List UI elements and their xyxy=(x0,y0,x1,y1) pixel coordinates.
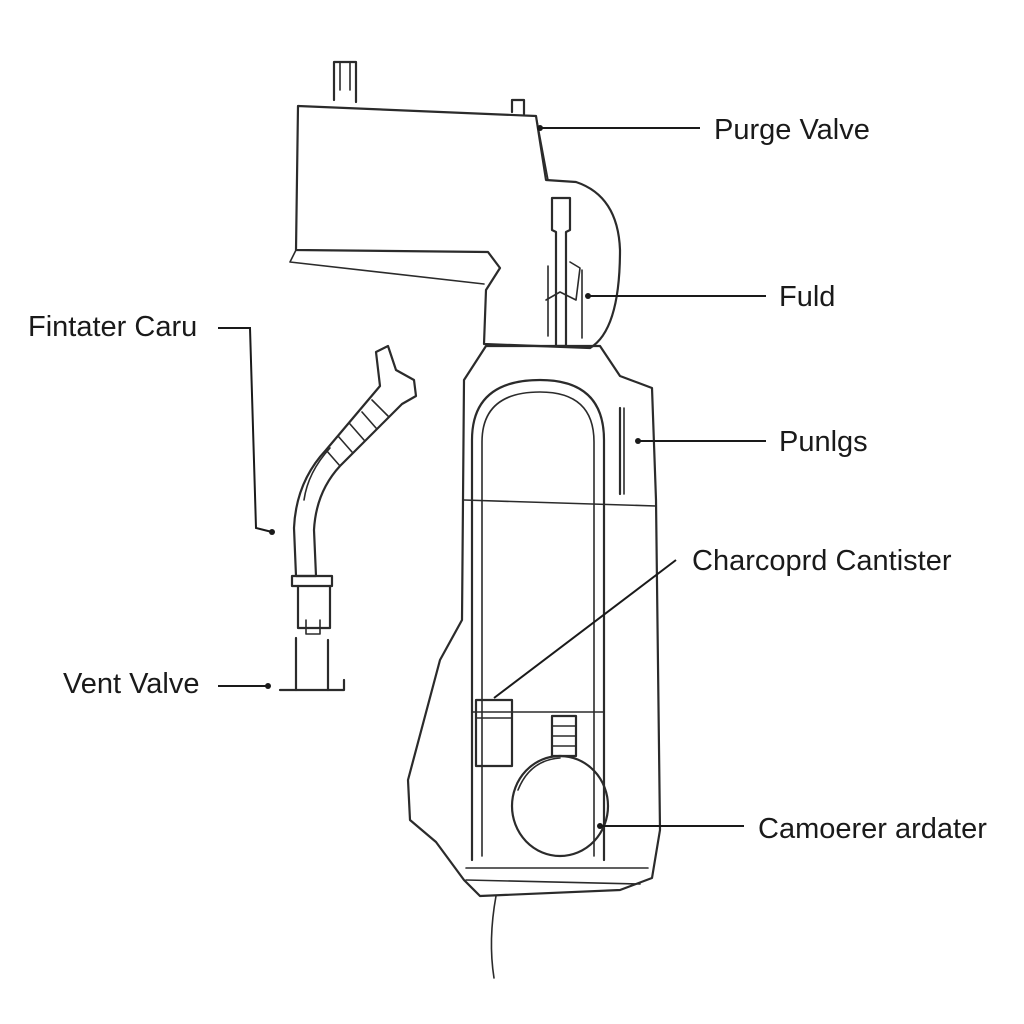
purge-valve-label: Purge Valve xyxy=(714,114,870,146)
fintater-caru-label: Fintater Caru xyxy=(28,311,198,343)
vent-valve-label: Vent Valve xyxy=(63,668,200,700)
filter-cap-hose xyxy=(278,344,418,692)
fuel-line-pipe xyxy=(545,196,583,348)
round-sensor xyxy=(510,714,610,858)
canister-body xyxy=(406,344,662,898)
lower-valve-block xyxy=(474,698,514,768)
camoerer-ardater-label: Camoerer ardater xyxy=(758,813,987,845)
punlgs-label: Punlgs xyxy=(779,426,868,458)
fuld-label: Fuld xyxy=(779,281,836,313)
charcoprd-cantister-label: Charcoprd Cantister xyxy=(692,545,952,577)
bottom-wire xyxy=(490,895,497,979)
leader-lines xyxy=(218,125,766,829)
